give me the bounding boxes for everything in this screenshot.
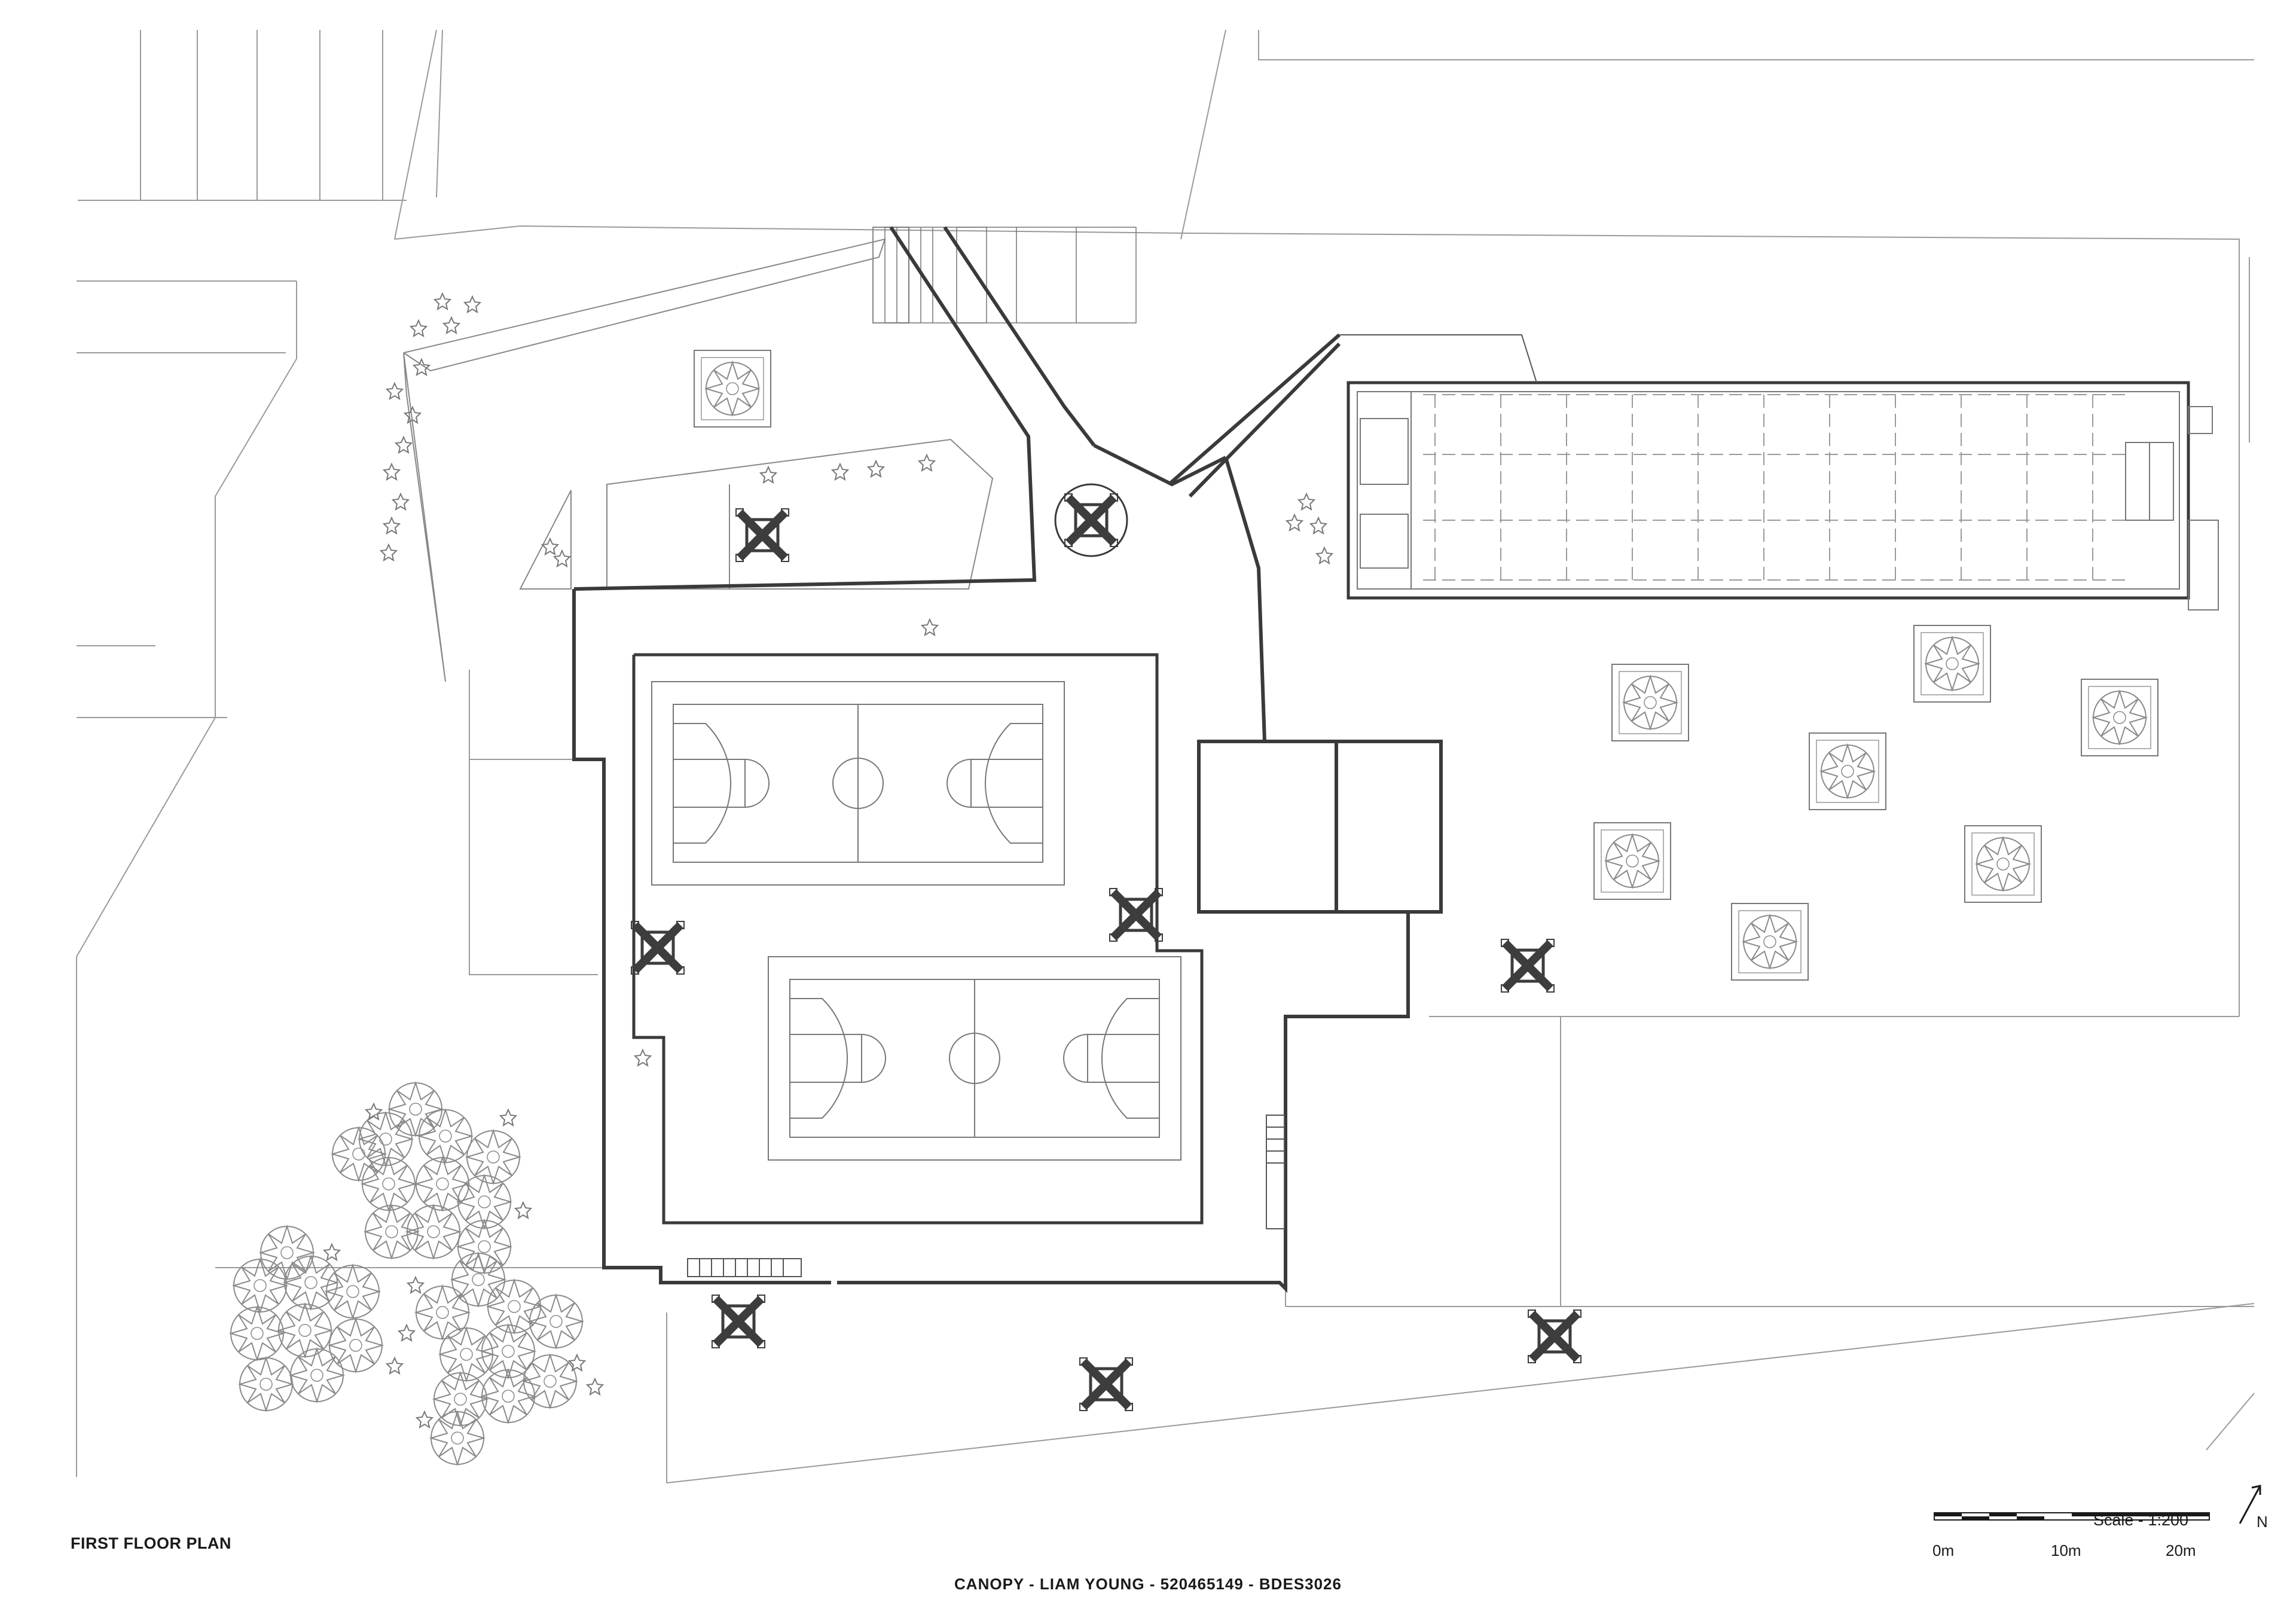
planter xyxy=(1965,826,2041,902)
north-paths xyxy=(573,226,1341,591)
tree-cluster xyxy=(230,1082,583,1465)
structural-column-icon xyxy=(1065,494,1118,547)
scale-bar xyxy=(1934,1512,2210,1521)
tree-icon xyxy=(451,1253,505,1306)
tree-cluster-shrubs xyxy=(323,1103,603,1428)
structural-column-icon xyxy=(631,921,684,974)
credit-line: CANOPY - LIAM YOUNG - 520465149 - BDES30… xyxy=(954,1575,1342,1593)
planter xyxy=(694,350,771,427)
basketball-court-lower xyxy=(768,956,1181,1161)
tree-icon xyxy=(239,1357,293,1411)
tree-icon xyxy=(523,1354,577,1408)
tree-icon xyxy=(466,1130,520,1184)
tree-icon xyxy=(326,1265,380,1318)
north-label: N xyxy=(2257,1513,2268,1531)
scale-tick-label: 20m xyxy=(2166,1541,2196,1559)
site-context-lines xyxy=(76,29,2255,1483)
tree-icon xyxy=(332,1127,386,1181)
tree-icon xyxy=(365,1205,419,1259)
planter xyxy=(1612,664,1689,741)
structural-column-icon xyxy=(1080,1358,1132,1411)
tree-icon xyxy=(419,1109,472,1163)
structural-column-icon xyxy=(1501,939,1554,992)
stairs xyxy=(687,1115,1285,1277)
basketball-court-upper xyxy=(651,681,1065,886)
tree-icon xyxy=(416,1286,469,1339)
plan-title: FIRST FLOOR PLAN xyxy=(71,1534,231,1552)
tree-icon xyxy=(389,1082,442,1136)
tree-icon xyxy=(407,1205,460,1259)
tree-icon xyxy=(529,1295,583,1348)
planter xyxy=(1809,733,1886,810)
planter xyxy=(1594,823,1671,899)
long-building xyxy=(1339,334,2219,610)
scale-tick-label: 10m xyxy=(2051,1541,2081,1559)
tree-icon xyxy=(433,1372,487,1426)
planter xyxy=(2081,679,2158,756)
north-arrow-icon xyxy=(2239,1485,2261,1524)
structural-column-icon xyxy=(1528,1310,1581,1363)
planter xyxy=(1732,903,1808,980)
roundel xyxy=(1054,483,1128,557)
courtyard-walls xyxy=(632,653,1204,1225)
tree-icon xyxy=(230,1306,284,1360)
tree-icon xyxy=(329,1318,383,1372)
structural-column-icon xyxy=(712,1295,765,1348)
structural-column-icon xyxy=(1110,889,1162,941)
scale-tick-label: 0m xyxy=(1932,1541,1955,1559)
landscape-wedge xyxy=(403,227,1137,682)
structural-column-icon xyxy=(736,509,789,561)
tree-icon xyxy=(290,1348,344,1402)
tree-icon xyxy=(487,1280,541,1333)
scale-label: Scale - 1:200 xyxy=(2093,1511,2188,1529)
main-building-outline xyxy=(572,457,1443,1293)
tree-icon xyxy=(278,1304,332,1357)
tree-icon xyxy=(430,1411,484,1465)
planter xyxy=(1914,625,1990,702)
tree-icon xyxy=(439,1327,493,1381)
